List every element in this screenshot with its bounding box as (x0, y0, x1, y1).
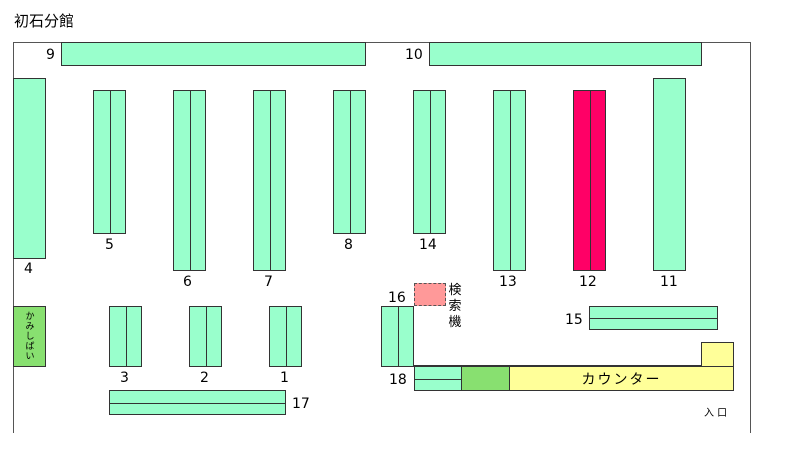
shelf-12-label: 12 (579, 274, 597, 290)
shelf-9[interactable] (61, 42, 366, 66)
search-terminal[interactable] (414, 283, 446, 306)
shelf-17-label: 17 (292, 396, 310, 412)
shelf-18[interactable] (414, 366, 462, 391)
counter-green-block (461, 366, 510, 391)
shelf-10-label: 10 (405, 47, 423, 63)
shelf-7[interactable] (253, 90, 286, 271)
shelf-8[interactable] (333, 90, 366, 234)
shelf-18-label: 18 (389, 372, 407, 388)
shelf-13-label: 13 (499, 274, 517, 290)
shelf-16[interactable] (381, 306, 414, 367)
shelf-10[interactable] (429, 42, 702, 66)
shelf-9-label: 9 (46, 47, 55, 63)
shelf-5-label: 5 (105, 237, 114, 253)
page-title: 初石分館 (14, 12, 75, 30)
shelf-1[interactable] (269, 306, 302, 367)
shelf-4-label: 4 (24, 261, 33, 277)
shelf-4[interactable] (13, 78, 46, 259)
search-terminal-label: 検索機 (448, 283, 462, 330)
shelf-16-label: 16 (388, 290, 406, 306)
entrance-label: 入 口 (704, 408, 728, 419)
shelf-11[interactable] (653, 78, 686, 271)
shelf-3-label: 3 (120, 370, 129, 386)
shelf-7-label: 7 (264, 274, 273, 290)
kamishibai-shelf[interactable]: かみしばい (13, 306, 46, 367)
shelf-14[interactable] (413, 90, 446, 234)
shelf-1-label: 1 (280, 370, 289, 386)
shelf-11-label: 11 (660, 274, 678, 290)
shelf-12[interactable] (573, 90, 606, 271)
shelf-5[interactable] (93, 90, 126, 234)
shelf-14-label: 14 (419, 237, 437, 253)
counter-rail (414, 365, 702, 366)
shelf-8-label: 8 (344, 237, 353, 253)
shelf-2-label: 2 (200, 370, 209, 386)
shelf-6-label: 6 (183, 274, 192, 290)
counter[interactable]: カウンター (509, 366, 734, 391)
kamishibai-label: かみしばい (25, 312, 35, 362)
shelf-3[interactable] (109, 306, 142, 367)
shelf-2[interactable] (189, 306, 222, 367)
shelf-6[interactable] (173, 90, 206, 271)
shelf-17[interactable] (109, 390, 286, 415)
shelf-15[interactable] (589, 306, 718, 330)
counter-corner (701, 366, 734, 391)
shelf-15-label: 15 (565, 312, 583, 328)
shelf-13[interactable] (493, 90, 526, 271)
